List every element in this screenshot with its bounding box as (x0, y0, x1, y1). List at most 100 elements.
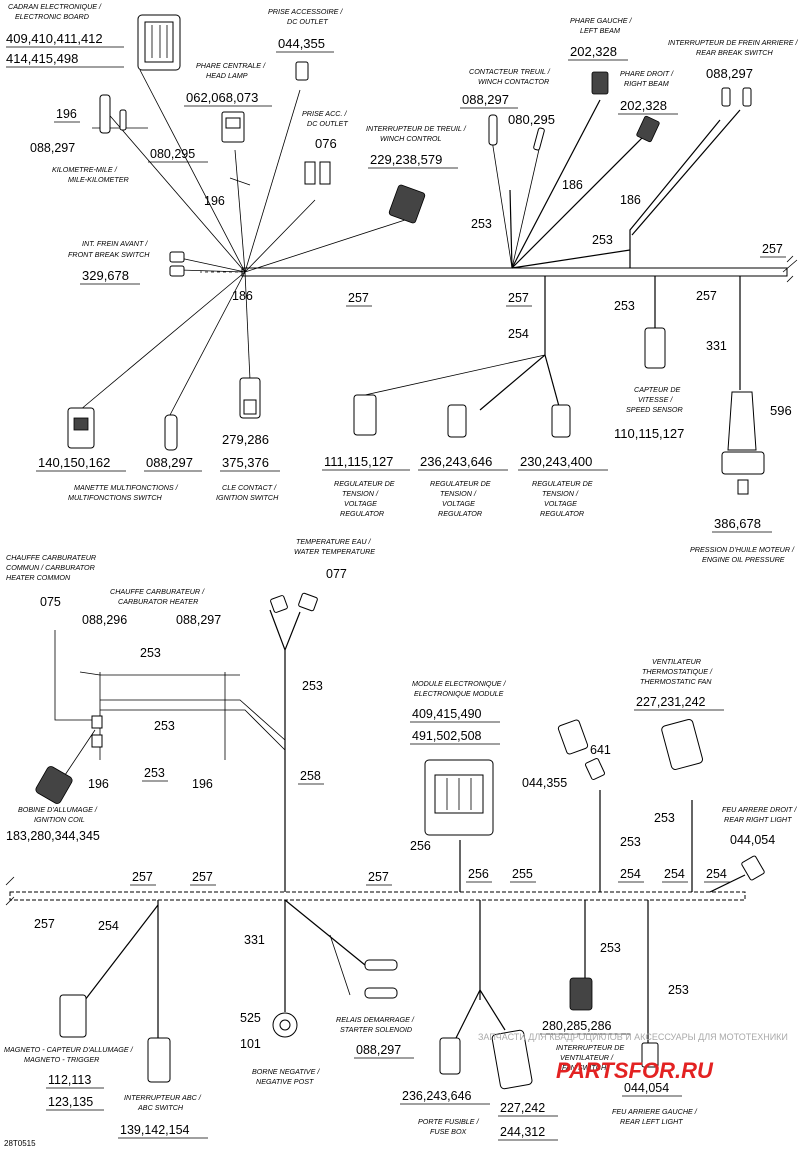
winch-contactor-en: WINCH CONTACTOR (478, 77, 549, 86)
wire-253-a: 253 (471, 217, 492, 231)
thermostatic-fan-en: THERMOSTATIC FAN (640, 677, 712, 686)
starter-solenoid-label: RELAIS DEMARRAGE / STARTER SOLENOID 088,… (336, 1015, 415, 1059)
water-temperature-parts: 077 (326, 567, 347, 581)
voltage-regulator-fr2-b: TENSION / (440, 489, 477, 498)
rear-right-light-fr: FEU ARRERE DROIT / (722, 805, 797, 814)
speed-sensor-connector (644, 327, 666, 369)
engine-oil-pressure-sensor (721, 391, 765, 495)
voltage-regulator-en2-a: REGULATOR (340, 509, 384, 518)
water-temperature-fr: TEMPERATURE EAU / (296, 537, 372, 546)
wire-257-c: 257 (696, 289, 717, 303)
wire-253-b: 253 (592, 233, 613, 247)
head-lamp-en: HEAD LAMP (206, 71, 248, 80)
rear-brake-switch-parts: 088,297 (706, 66, 753, 81)
voltage-regulator-fr-a: REGULATEUR DE (334, 479, 395, 488)
electronic-board-label: CADRAN ELECTRONIQUE / ELECTRONIC BOARD 4… (6, 2, 124, 68)
multifunction-switch-label: 140,150,162 088,297 MANETTE MULTIFONCTIO… (36, 455, 202, 502)
ignition-switch-parts-1: 279,286 (222, 432, 269, 447)
front-brake-switch-parts: 329,678 (82, 268, 129, 283)
head-lamp-label: PHARE CENTRALE / HEAD LAMP 062,068,073 (184, 61, 272, 107)
voltage-regulator-parts-3: 230,243,400 (520, 454, 592, 469)
negative-post-en: NEGATIVE POST (256, 1077, 314, 1086)
part-641: 641 (590, 743, 611, 757)
rear-right-light-connector (741, 855, 765, 881)
water-temperature-connector (270, 592, 318, 613)
right-beam-en: RIGHT BEAM (624, 79, 669, 88)
rear-brake-switch-fr: INTERRUPTEUR DE FREIN ARRIERE / (668, 38, 799, 47)
magneto-trigger-fr: MAGNETO - CAPTEUR D'ALLUMAGE / (4, 1045, 134, 1054)
carb-heater-common-en: HEATER COMMON (6, 573, 71, 582)
abc-switch-label: INTERRUPTEUR ABC / ABC SWITCH 139,142,15… (118, 1093, 208, 1139)
carb-heater-common-parts: 075 (40, 595, 61, 609)
rear-brake-switch-label: INTERRUPTEUR DE FREIN ARRIERE / REAR BRE… (668, 38, 799, 81)
electronic-module-connector (424, 759, 494, 836)
speed-sensor-en: SPEED SENSOR (626, 405, 683, 414)
multifunction-switch-fr: MANETTE MULTIFONCTIONS / (74, 483, 179, 492)
abc-switch-fr: INTERRUPTEUR ABC / (124, 1093, 202, 1102)
fan-switch-label: 280,285,286 INTERRUPTEUR DE VENTILATEUR … (540, 1019, 630, 1072)
wire-255: 255 (512, 867, 533, 881)
wire-196-b1: 196 (88, 777, 109, 791)
fan-switch-en: FAN SWITCH (562, 1063, 607, 1072)
fuse-box-en: FUSE BOX (430, 1127, 468, 1136)
wire-253-b6: 253 (654, 811, 675, 825)
relay-parts-1: 227,242 (500, 1101, 545, 1115)
ignition-switch-label: 279,286 375,376 CLE CONTACT / IGNITION S… (216, 432, 280, 502)
wire-331: 331 (706, 339, 727, 353)
dc-outlet-acc-parts: 076 (315, 136, 337, 151)
winch-contactor-connector (488, 114, 545, 151)
rear-right-light-label: FEU ARRERE DROIT / REAR RIGHT LIGHT 044,… (722, 805, 797, 847)
ignition-coil-parts: 183,280,344,345 (6, 829, 100, 843)
rear-left-light-parts: 044,054 (624, 1081, 669, 1095)
voltage-regulator-en2-b: REGULATOR (438, 509, 482, 518)
rear-brake-switch-en: REAR BREAK SWITCH (696, 48, 773, 57)
thermostatic-fan-label: VENTILATEUR THERMOSTATIQUE / THERMOSTATI… (634, 657, 724, 711)
starter-solenoid-connector (364, 959, 398, 999)
wire-196-b2: 196 (192, 777, 213, 791)
carb-heater-parts-1: 088,296 (82, 613, 127, 627)
multifunction-switch-connector (67, 407, 178, 451)
speed-sensor-label: CAPTEUR DE VITESSE / SPEED SENSOR 110,11… (614, 385, 684, 441)
wire-256-b: 256 (468, 867, 489, 881)
odometer-fr: KILOMETRE-MILE / (52, 165, 118, 174)
voltage-regulator-en2-c: REGULATOR (540, 509, 584, 518)
top-wire-numbers: 196 088,297 080,295 196 186 186 186 253 … (30, 107, 786, 353)
wire-253-b3: 253 (302, 679, 323, 693)
voltage-regulator-parts-2: 236,243,646 (420, 454, 492, 469)
right-beam-fr: PHARE DROIT / (620, 69, 674, 78)
wire-257-b4: 257 (34, 917, 55, 931)
voltage-regulator-en-a: VOLTAGE (344, 499, 377, 508)
wire-257-a: 257 (348, 291, 369, 305)
voltage-regulator-fr-b: REGULATEUR DE (430, 479, 491, 488)
winch-contactor-label: CONTACTEUR TREUIL / WINCH CONTACTOR 088,… (460, 67, 555, 127)
electronic-board-en: ELECTRONIC BOARD (15, 12, 89, 21)
left-beam-parts: 202,328 (570, 44, 617, 59)
rear-left-light-label: 044,054 FEU ARRIERE GAUCHE / REAR LEFT L… (612, 1081, 698, 1126)
winch-contactor-parts-2: 080,295 (508, 112, 555, 127)
wire-253-b8: 253 (668, 983, 689, 997)
left-beam-fr: PHARE GAUCHE / (570, 16, 633, 25)
odometer-connector (99, 94, 127, 134)
wire-088-297: 088,297 (30, 141, 75, 155)
voltage-regulator-fr2-c: TENSION / (542, 489, 579, 498)
starter-solenoid-en: STARTER SOLENOID (340, 1025, 412, 1034)
front-brake-switch-connector (169, 251, 185, 277)
negative-post-label: 525 101 BORNE NEGATIVE / NEGATIVE POST (240, 1011, 320, 1086)
rear-left-light-connector (641, 1042, 659, 1068)
relay-connector (491, 1029, 533, 1090)
wire-256-a: 256 (410, 839, 431, 853)
watermark-logo: PARTSFOR.RU (556, 1058, 714, 1083)
voltage-regulator-parts-1: 111,115,127 (324, 454, 393, 469)
fan-switch-fr2: VENTILATEUR / (560, 1053, 614, 1062)
thermostatic-fan-fr2: THERMOSTATIQUE / (642, 667, 713, 676)
magneto-trigger-en: MAGNETO - TRIGGER (24, 1055, 99, 1064)
wire-257-b1: 257 (132, 870, 153, 884)
wire-253-b5: 253 (620, 835, 641, 849)
voltage-regulator-en-c: VOLTAGE (544, 499, 577, 508)
wire-254-b4: 254 (98, 919, 119, 933)
head-lamp-fr: PHARE CENTRALE / (196, 61, 266, 70)
rear-left-light-en: REAR LEFT LIGHT (620, 1117, 683, 1126)
bottom-main-harness (5, 609, 746, 1045)
thermostatic-fan-connector (661, 719, 704, 770)
